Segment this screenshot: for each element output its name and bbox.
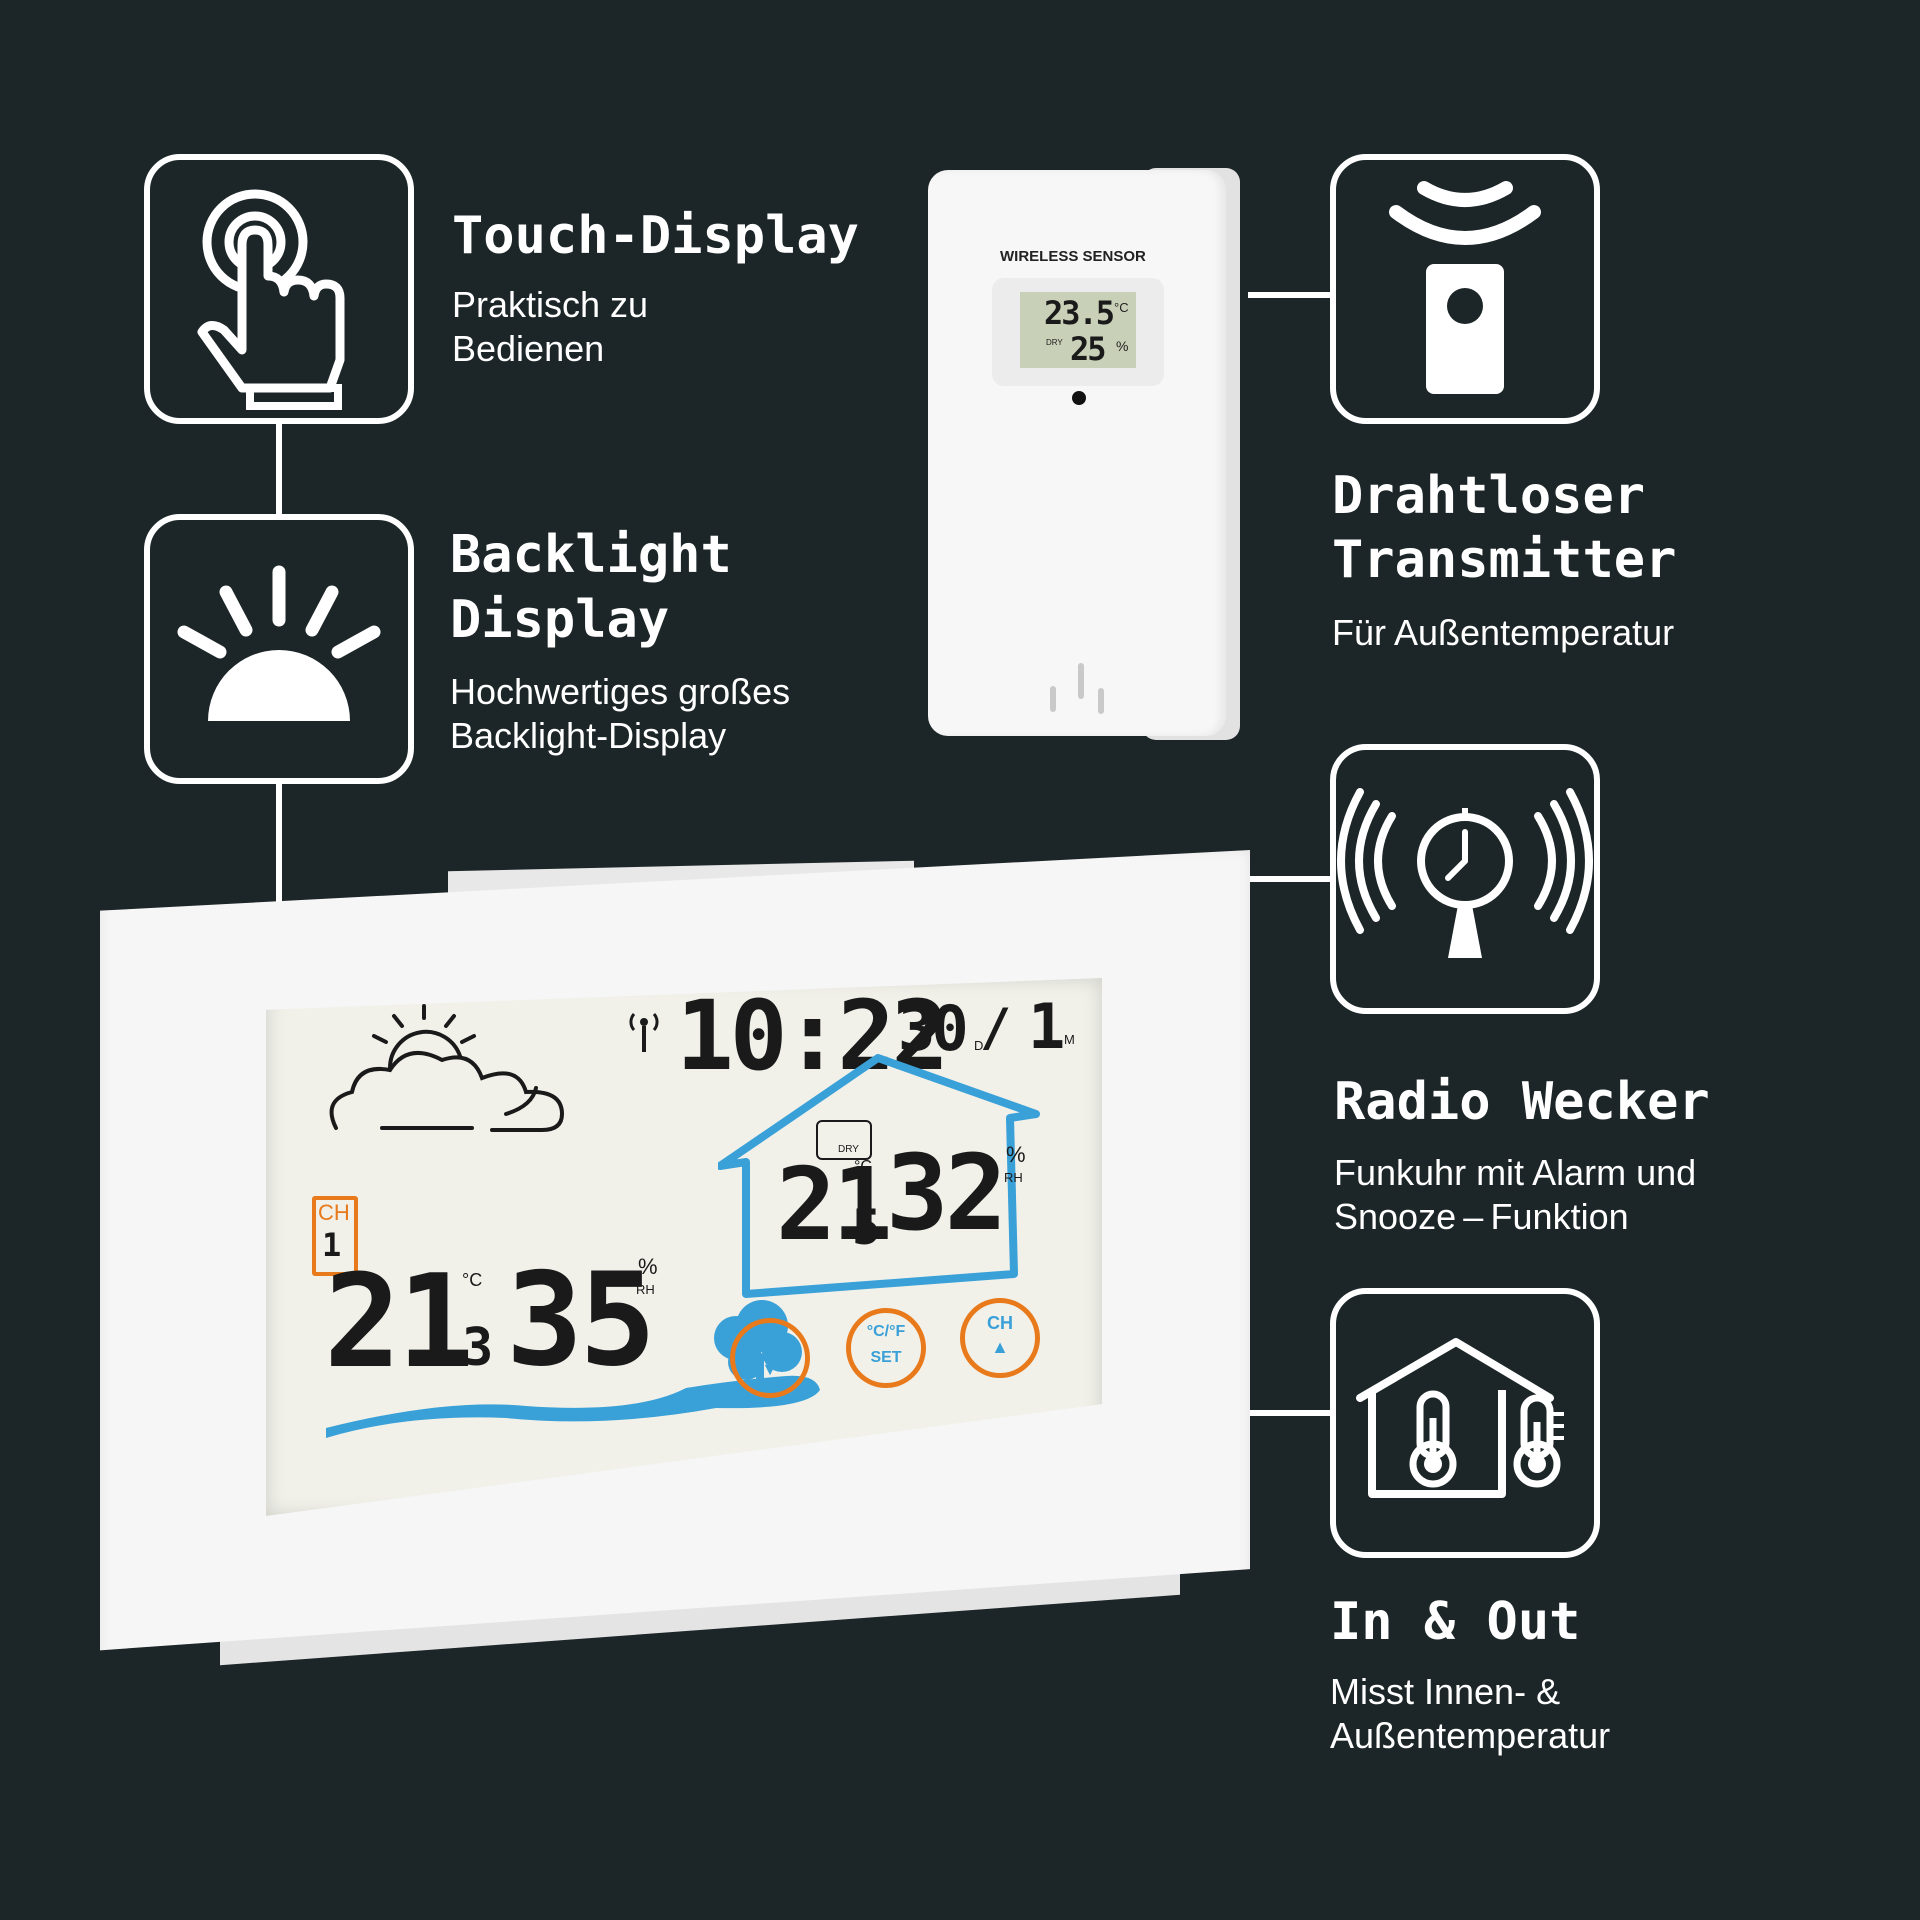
set-button-label: SET (870, 1349, 902, 1366)
transmitter-icon-box (1330, 154, 1600, 424)
sensor-label: WIRELESS SENSOR (1000, 248, 1146, 265)
outdoor-humidity-unit: % (638, 1254, 658, 1279)
inout-title: In & Out (1330, 1592, 1581, 1652)
radio-clock-icon (1337, 788, 1593, 958)
indoor-humidity-unit: % (1006, 1142, 1026, 1167)
connector-radio (1248, 876, 1334, 882)
sensor-vent-3 (1098, 688, 1104, 714)
channel-button[interactable]: CH ▲ (960, 1298, 1040, 1378)
inout-icon-box (1330, 1288, 1600, 1558)
sunrise-icon (177, 565, 381, 721)
channel-button-up-icon: ▲ (991, 1337, 1009, 1357)
sensor-front (928, 170, 1226, 736)
unit-set-button[interactable]: °C/°F SET (846, 1308, 926, 1388)
indoor-rh-label: RH (1004, 1170, 1023, 1185)
backlight-icon-box (144, 514, 414, 784)
transmitter-title-line1: Drahtloser (1332, 466, 1646, 526)
sensor-humidity-unit: % (1116, 338, 1129, 354)
sensor-vent-2 (1078, 663, 1084, 699)
indoor-house-outline (718, 1054, 1040, 1298)
outdoor-rh-label: RH (636, 1282, 655, 1297)
transmitter-title-line2: Transmitter (1332, 530, 1677, 590)
sensor-vent-1 (1050, 686, 1056, 712)
clock-time: 10:22 (676, 980, 949, 1092)
backlight-title-line2: Display (450, 590, 670, 650)
outdoor-humidity: 35 (506, 1246, 656, 1395)
date-separator: / (980, 998, 1011, 1058)
touch-title: Touch-Display (452, 206, 859, 266)
wireless-sensor-device: WIRELESS SENSOR 23.5 °C DRY 25 % (928, 158, 1250, 740)
outdoor-temp-decimal: 3 (462, 1318, 493, 1378)
sensor-led (1072, 391, 1086, 405)
date-month-unit: M (1064, 1032, 1075, 1047)
touch-hand-icon (197, 189, 345, 410)
date-month: 1 (1028, 990, 1065, 1063)
sensor-temp-unit: °C (1114, 300, 1129, 315)
radio-subtitle-line2: Snooze – Funktion (1334, 1196, 1629, 1237)
house-thermometer-icon (1356, 1338, 1564, 1498)
weather-sun-cloud-icon (329, 1004, 565, 1132)
indoor-humidity: 32 (886, 1132, 1007, 1254)
backlight-subtitle-line1: Hochwertiges großes (450, 671, 791, 712)
indoor-temp-unit: °C (854, 1158, 872, 1175)
weather-station-device: 10:22 30 D / 1 M DRY 21 °C 5 32 % RH CH … (100, 850, 1250, 1670)
channel-label: CH (318, 1200, 350, 1225)
mem-button[interactable]: MEM ▼ (730, 1318, 810, 1398)
radio-icon-box (1330, 744, 1600, 1014)
connector-touch-backlight (276, 420, 282, 516)
sensor-lcd: 23.5 °C DRY 25 % (1020, 292, 1136, 368)
touch-icon-box (144, 154, 414, 424)
inout-subtitle-line1: Misst Innen- & (1330, 1671, 1561, 1712)
indoor-comfort-icon (816, 1120, 872, 1160)
channel-number: 1 (322, 1226, 341, 1264)
outdoor-temp: 21 (324, 1248, 474, 1397)
mem-button-down-icon: ▼ (761, 1359, 779, 1379)
connector-inout (1248, 1410, 1334, 1416)
backlight-title-line1: Backlight (450, 525, 732, 585)
radio-title: Radio Wecker (1334, 1072, 1710, 1132)
transmitter-icon (1389, 181, 1541, 394)
date-day: 30 (898, 992, 969, 1065)
signal-antenna-icon (629, 1013, 659, 1052)
mem-button-label: MEM (749, 1333, 791, 1353)
indoor-dry-label: DRY (838, 1144, 859, 1155)
indoor-temp-decimal: 5 (852, 1200, 881, 1256)
inout-subtitle-line2: Außentemperatur (1330, 1715, 1611, 1756)
unit-button-label: °C/°F (866, 1323, 906, 1340)
connector-transmitter (1248, 292, 1334, 298)
sensor-dry: DRY (1046, 338, 1063, 347)
outdoor-temp-unit: °C (462, 1270, 483, 1290)
transmitter-subtitle: Für Außentemperatur (1332, 612, 1675, 653)
sensor-humidity: 25 (1070, 330, 1107, 368)
connector-backlight-station (276, 780, 282, 916)
backlight-subtitle-line2: Backlight-Display (450, 715, 727, 756)
date-day-unit: D (974, 1038, 984, 1053)
channel-button-label: CH (987, 1313, 1013, 1333)
touch-subtitle-line2: Bedienen (452, 328, 605, 369)
touch-subtitle-line1: Praktisch zu (452, 284, 649, 325)
radio-subtitle-line1: Funkuhr mit Alarm und (1334, 1152, 1697, 1193)
channel-indicator (312, 1196, 358, 1276)
indoor-temp: 21 (776, 1146, 892, 1263)
station-lcd: 10:22 30 D / 1 M DRY 21 °C 5 32 % RH CH … (266, 978, 1102, 1516)
sensor-temp: 23.5 (1044, 294, 1115, 332)
